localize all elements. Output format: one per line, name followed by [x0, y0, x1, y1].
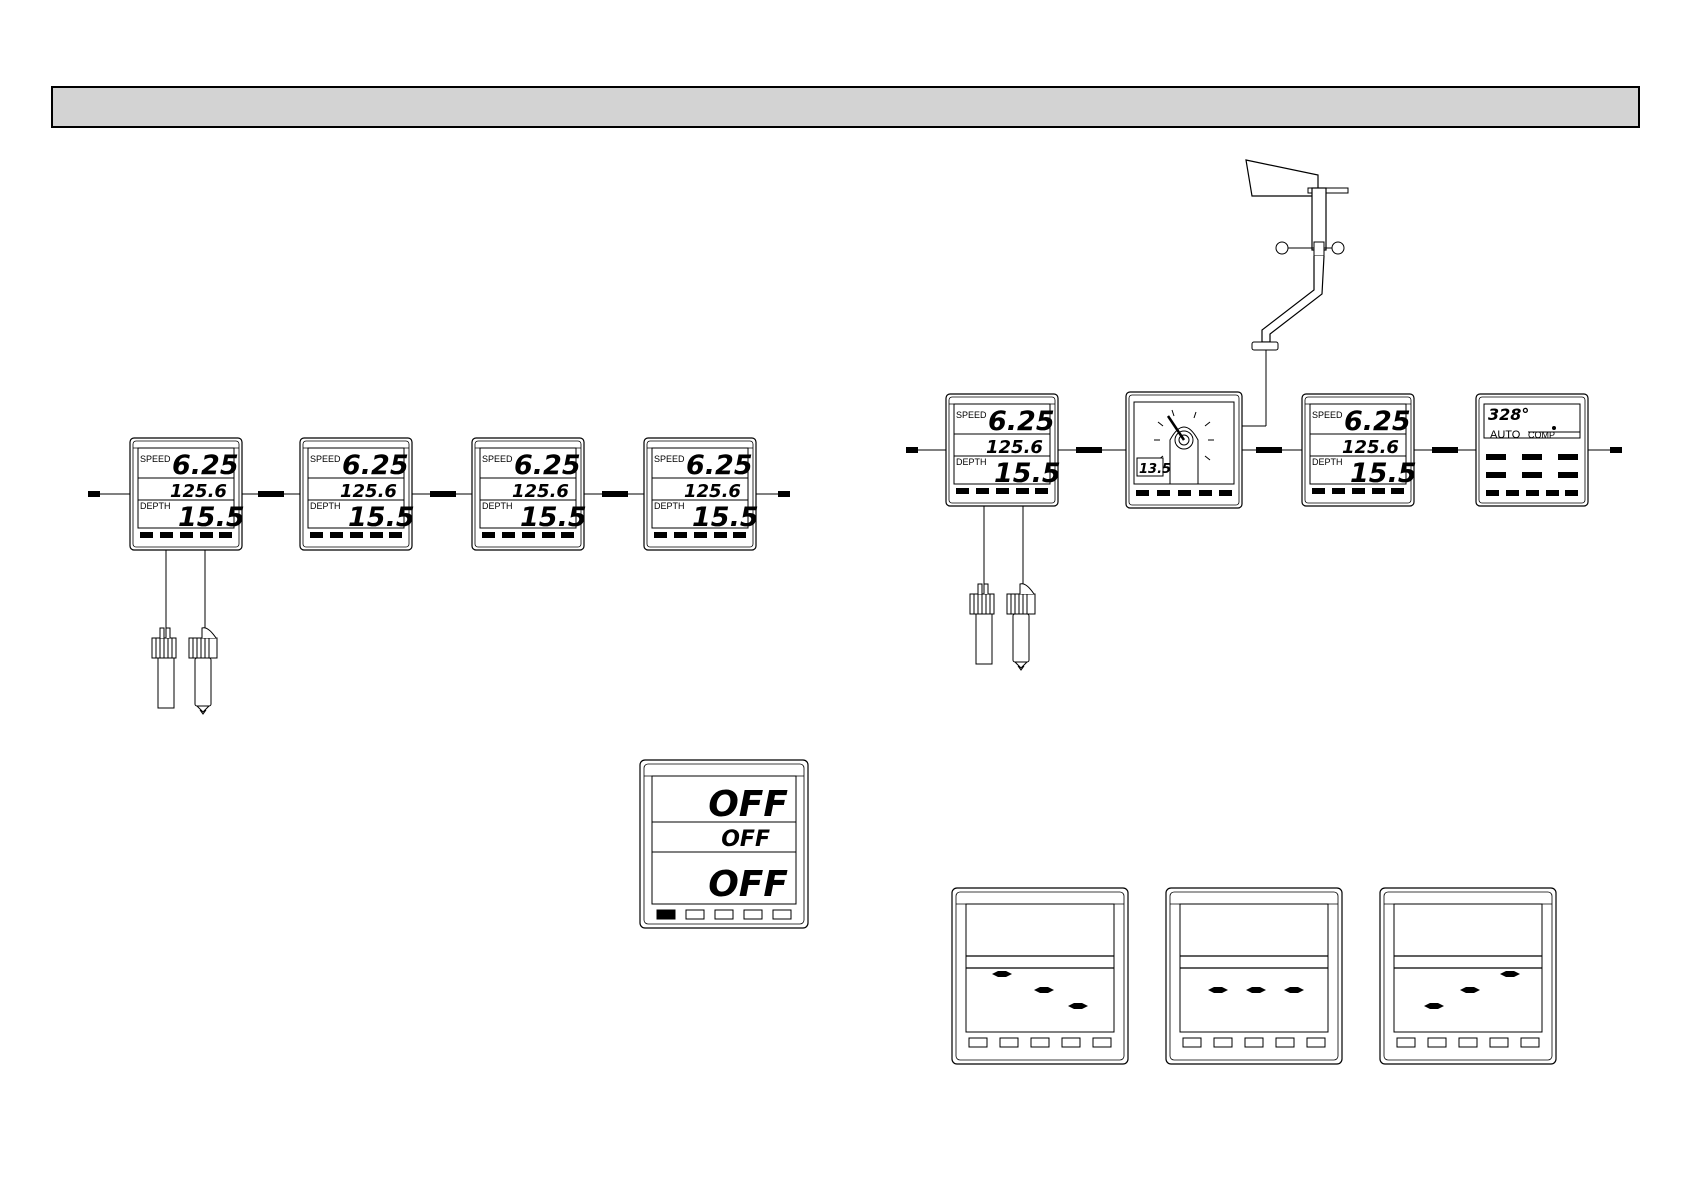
autopilot-mode: AUTO	[1490, 429, 1521, 441]
right-network: SPEED 6.25 125.6 DEPTH 15.5 13.5 SPEED 6…	[906, 160, 1622, 670]
depth-label: DEPTH	[482, 501, 513, 511]
off-line-2: OFF	[721, 827, 770, 852]
instrument-speed-depth-5: SPEED 6.25 125.6 DEPTH 15.5	[946, 394, 1061, 506]
speed-label: SPEED	[310, 454, 341, 464]
depth-value: 15.5	[348, 502, 415, 533]
speed-label: SPEED	[140, 454, 171, 464]
depth-value: 15.5	[178, 502, 245, 533]
instrument-speed-depth-6: SPEED 6.25 125.6 DEPTH 15.5	[1302, 394, 1417, 506]
log-value: 125.6	[1342, 437, 1399, 458]
depth-label: DEPTH	[1312, 457, 1343, 467]
speed-value: 6.25	[342, 450, 409, 481]
log-value: 125.6	[512, 481, 569, 502]
autopilot-heading: 328°	[1488, 405, 1529, 424]
depth-label: DEPTH	[310, 501, 341, 511]
masthead-wind-transducer	[1242, 160, 1348, 426]
speed-value: 6.25	[686, 450, 753, 481]
speed-label: SPEED	[654, 454, 685, 464]
depth-label: DEPTH	[140, 501, 171, 511]
autopilot-submode: COMP	[1528, 430, 1555, 440]
instrument-speed-depth-1: SPEED 6.25 125.6 DEPTH 15.5	[130, 438, 245, 550]
off-line-3: OFF	[708, 864, 788, 905]
instrument-off-display: OFF OFF OFF	[640, 760, 808, 928]
depth-value: 15.5	[1350, 458, 1417, 489]
speed-value: 6.25	[514, 450, 581, 481]
depth-value: 15.5	[692, 502, 759, 533]
wind-value: 13.5	[1139, 462, 1171, 477]
instrument-speed-depth-3: SPEED 6.25 125.6 DEPTH 15.5	[472, 438, 587, 550]
off-line-1: OFF	[708, 784, 788, 825]
speed-value: 6.25	[988, 406, 1055, 437]
log-value: 125.6	[340, 481, 397, 502]
log-value: 125.6	[684, 481, 741, 502]
depth-value: 15.5	[520, 502, 587, 533]
transducer-pair-right	[970, 584, 1035, 670]
speed-label: SPEED	[1312, 410, 1343, 420]
speed-value: 6.25	[172, 450, 239, 481]
instrument-blank-1	[952, 888, 1128, 1064]
log-value: 125.6	[170, 481, 227, 502]
instrument-speed-depth-4: SPEED 6.25 125.6 DEPTH 15.5	[644, 438, 759, 550]
instrument-blank-3	[1380, 888, 1556, 1064]
depth-value: 15.5	[994, 458, 1061, 489]
left-network: SPEED 6.25 125.6 DEPTH 15.5 SPEED 6.25 1…	[88, 438, 790, 714]
instrument-autopilot: 328° AUTO COMP	[1476, 394, 1588, 506]
transducer-pair-left	[152, 628, 217, 714]
instrument-wind: 13.5	[1126, 392, 1242, 508]
speed-value: 6.25	[1344, 406, 1411, 437]
instrument-blank-2	[1166, 888, 1342, 1064]
instrument-speed-depth-2: SPEED 6.25 125.6 DEPTH 15.5	[300, 438, 415, 550]
depth-label: DEPTH	[654, 501, 685, 511]
log-value: 125.6	[986, 437, 1043, 458]
speed-label: SPEED	[482, 454, 513, 464]
depth-label: DEPTH	[956, 457, 987, 467]
speed-label: SPEED	[956, 410, 987, 420]
